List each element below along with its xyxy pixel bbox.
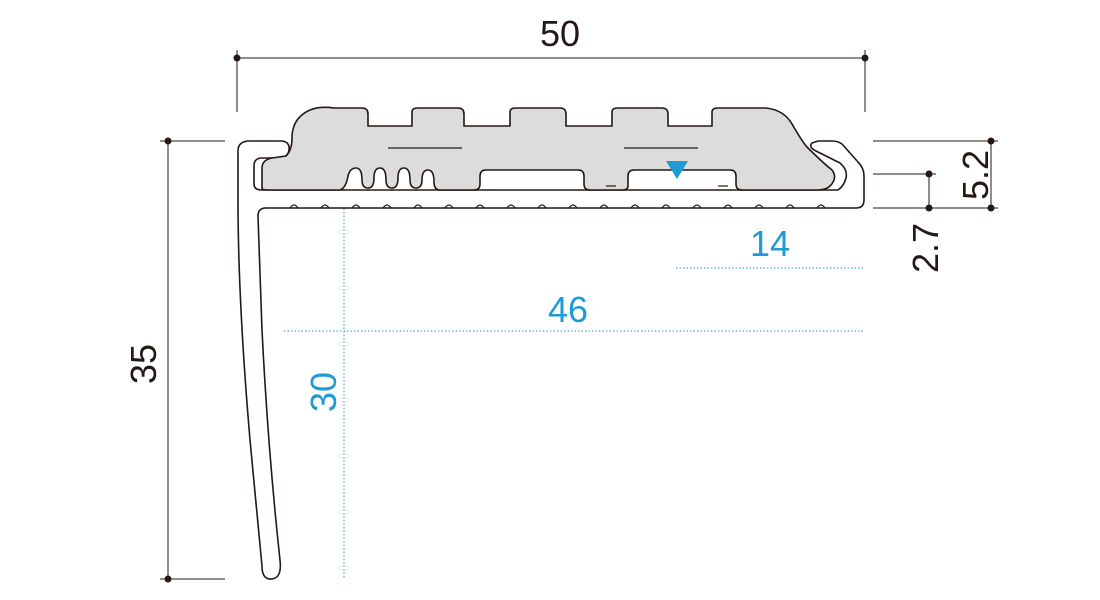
base-thickness-label: 2.7 (905, 223, 946, 273)
reference-14-label: 14 (750, 223, 790, 264)
channel-ridges (289, 204, 826, 209)
triangle-down-icon (666, 161, 688, 179)
reference-30-label: 30 (303, 372, 344, 412)
reference-dimension-30: 30 (303, 205, 345, 579)
width-label: 50 (540, 13, 580, 54)
dimension-width-50: 50 (233, 13, 869, 112)
reference-dimension-14: 14 (676, 223, 863, 269)
reference-dimension-46: 46 (284, 289, 863, 332)
rubber-insert (261, 106, 836, 191)
dimension-insert-5-2: 5.2 (873, 137, 998, 212)
insert-height-label: 5.2 (955, 150, 996, 200)
reference-46-label: 46 (548, 289, 588, 330)
dimension-height-35: 35 (123, 137, 225, 583)
dimension-base-2-7: 2.7 (873, 170, 946, 273)
height-label: 35 (123, 344, 164, 384)
aluminium-profile (237, 140, 865, 580)
